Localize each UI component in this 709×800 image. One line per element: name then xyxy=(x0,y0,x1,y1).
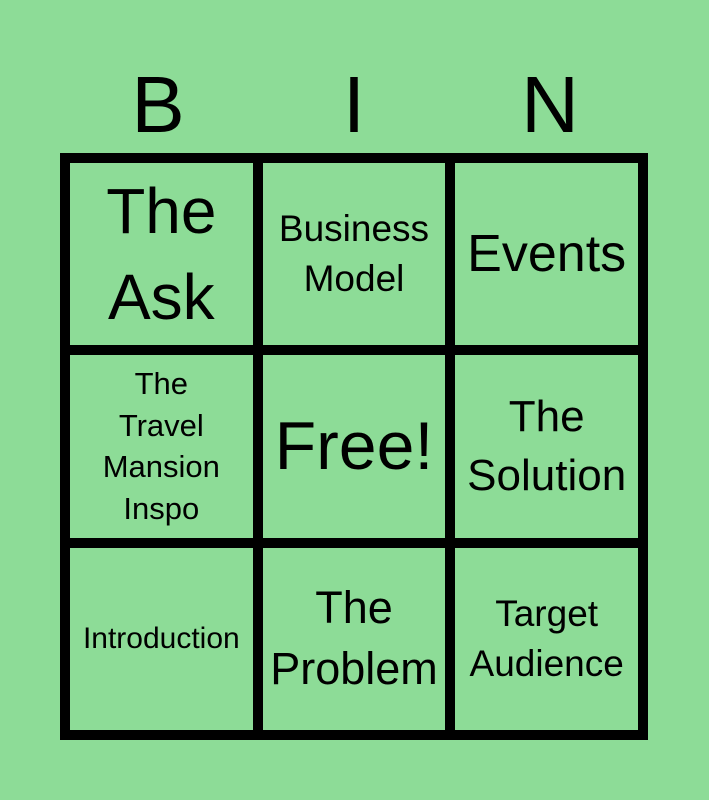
bingo-card: The Ask Business Model Events The Travel… xyxy=(60,153,648,740)
bingo-cell-the-ask[interactable]: The Ask xyxy=(70,163,253,346)
cell-label: Events xyxy=(467,225,627,284)
cell-label: Introduction xyxy=(82,621,240,655)
bingo-cell-events[interactable]: Events xyxy=(455,163,638,346)
cell-label: Free! xyxy=(274,407,434,484)
header-letter-n: N xyxy=(521,60,579,149)
bingo-cell-introduction[interactable]: Introduction xyxy=(70,547,253,730)
cell-label: Business Model xyxy=(278,208,430,300)
cell-label: The Solution xyxy=(467,392,627,501)
cell-label: The Problem xyxy=(270,582,438,694)
cell-label: The Travel Mansion Inspo xyxy=(102,365,220,527)
header-letter-b: B xyxy=(131,60,185,149)
header-letter-i: I xyxy=(342,60,366,149)
cell-label: The Ask xyxy=(106,174,217,334)
cell-label: Target Audience xyxy=(469,592,624,684)
bingo-header: B I N xyxy=(60,65,648,145)
bingo-cell-free-space[interactable]: Free! xyxy=(262,355,446,538)
bingo-cell-travel-mansion-inspo[interactable]: The Travel Mansion Inspo xyxy=(70,355,253,538)
bingo-cell-the-problem[interactable]: The Problem xyxy=(262,547,446,730)
bingo-cell-target-audience[interactable]: Target Audience xyxy=(455,547,638,730)
bingo-cell-business-model[interactable]: Business Model xyxy=(262,163,446,346)
bingo-cell-the-solution[interactable]: The Solution xyxy=(455,355,638,538)
